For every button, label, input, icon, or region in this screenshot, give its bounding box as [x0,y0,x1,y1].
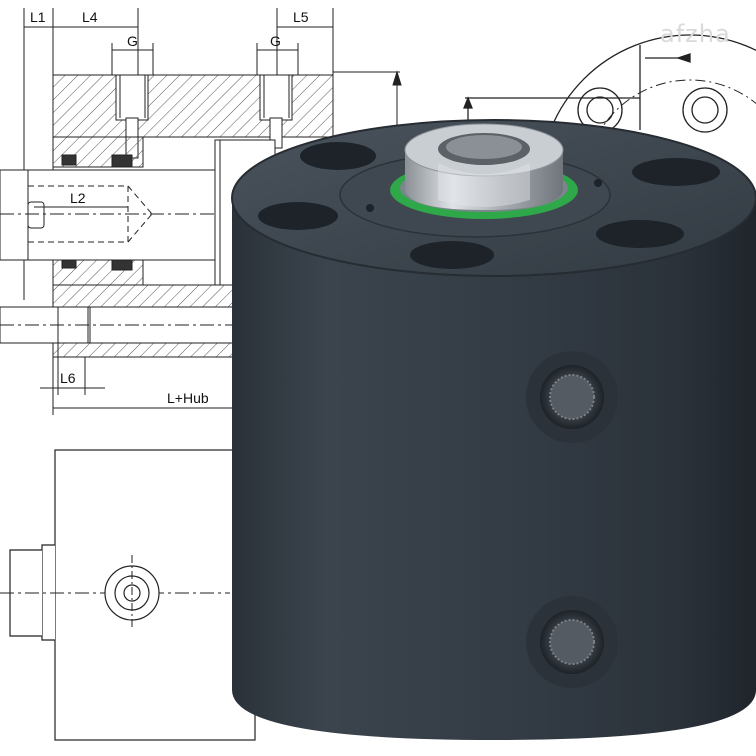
dim-label-g-right: G [270,33,281,49]
hydraulic-cylinder-render [231,119,756,740]
dim-label-l2: L2 [70,190,86,206]
dim-label-l-hub: L+Hub [167,390,209,406]
section-dimension-labels: L1 L4 G L5 G L2 L6 L+Hub [30,9,309,406]
top-mounting-hole-5 [632,158,720,186]
watermark-text: afzha [660,20,731,48]
dim-label-l6: L6 [60,370,76,386]
side-view [0,449,256,741]
top-mounting-hole-3 [410,241,494,269]
top-mounting-hole-4 [596,220,684,248]
dim-label-l4: L4 [82,9,98,25]
top-mounting-hole-1 [300,142,376,170]
threaded-hole-icon [526,351,618,443]
steel-piston-nut [404,123,564,210]
dim-label-l1: L1 [30,9,46,25]
dim-label-g-left: G [127,33,138,49]
dim-label-l5: L5 [293,9,309,25]
top-mounting-hole-2 [258,202,338,230]
threaded-hole-lower-icon [526,596,618,688]
